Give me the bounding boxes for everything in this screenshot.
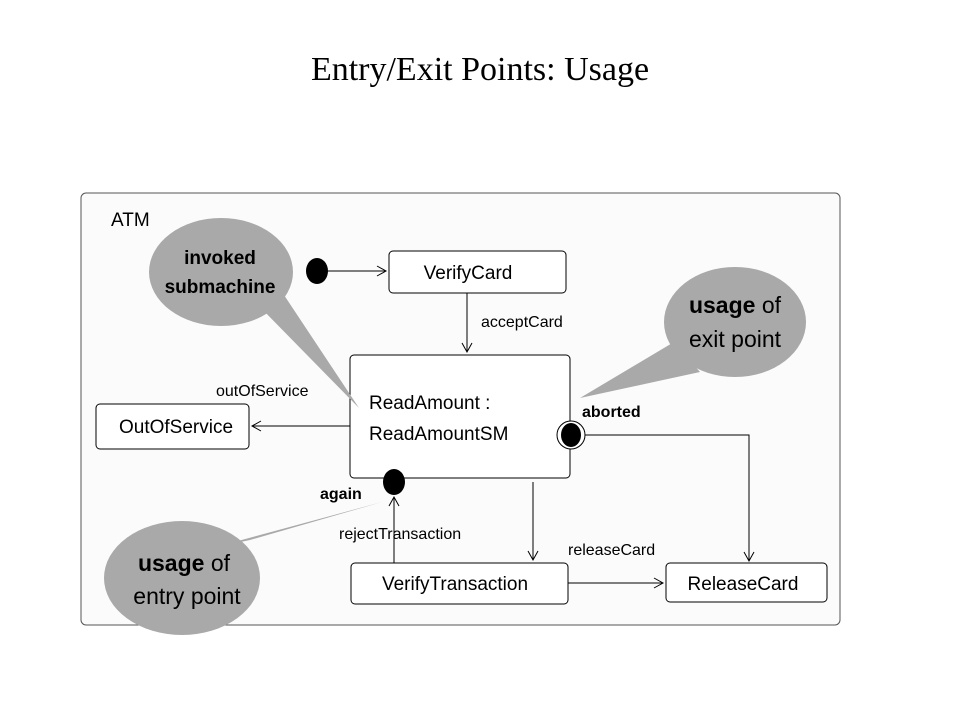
exit-point-aborted-dot: [561, 423, 581, 447]
transition-accept-card-label: acceptCard: [481, 314, 563, 331]
callout-entry-line1: usage of: [138, 550, 231, 576]
exit-point-label: aborted: [582, 404, 641, 421]
entry-point-again[interactable]: [383, 469, 405, 495]
state-read-amount[interactable]: [349, 354, 571, 479]
state-release-card[interactable]: [665, 562, 828, 603]
callout-entry-rest: of: [204, 550, 230, 576]
transition-aborted: [585, 434, 755, 563]
callout-invoked-line1: invoked: [184, 248, 256, 269]
container-label: ATM: [111, 210, 150, 231]
callout-exit-point: usage of exit point: [580, 267, 806, 398]
callout-entry-bold: usage: [138, 550, 204, 576]
state-read-amount-label-1: ReadAmount :: [369, 393, 490, 414]
entry-point-label: again: [320, 486, 362, 503]
state-out-of-service-label: OutOfService: [119, 417, 233, 438]
state-release-card-label: ReleaseCard: [688, 574, 799, 595]
callout-entry-line2: entry point: [133, 583, 241, 609]
state-verify-card[interactable]: [388, 250, 567, 294]
transition-release-card-label: releaseCard: [568, 542, 655, 559]
callout-invoked-line2: submachine: [165, 277, 276, 298]
callout-exit-bold: usage: [689, 292, 755, 318]
state-verify-transaction-label: VerifyTransaction: [382, 574, 528, 595]
callout-exit-line1: usage of: [689, 292, 782, 318]
callout-exit-rest: of: [755, 292, 781, 318]
state-read-amount-label-2: ReadAmountSM: [369, 424, 508, 445]
transition-out-of-service-label: outOfService: [216, 383, 309, 400]
transition-reject-transaction-label: rejectTransaction: [339, 526, 461, 543]
state-verify-card-label: VerifyCard: [424, 263, 513, 284]
callout-invoked-submachine: invoked submachine: [149, 218, 359, 408]
page-title: Entry/Exit Points: Usage: [311, 51, 649, 88]
callout-entry-point: usage of entry point: [104, 502, 382, 635]
callout-exit-line2: exit point: [689, 326, 782, 352]
state-out-of-service[interactable]: [95, 403, 250, 450]
initial-pseudostate: [306, 258, 328, 284]
